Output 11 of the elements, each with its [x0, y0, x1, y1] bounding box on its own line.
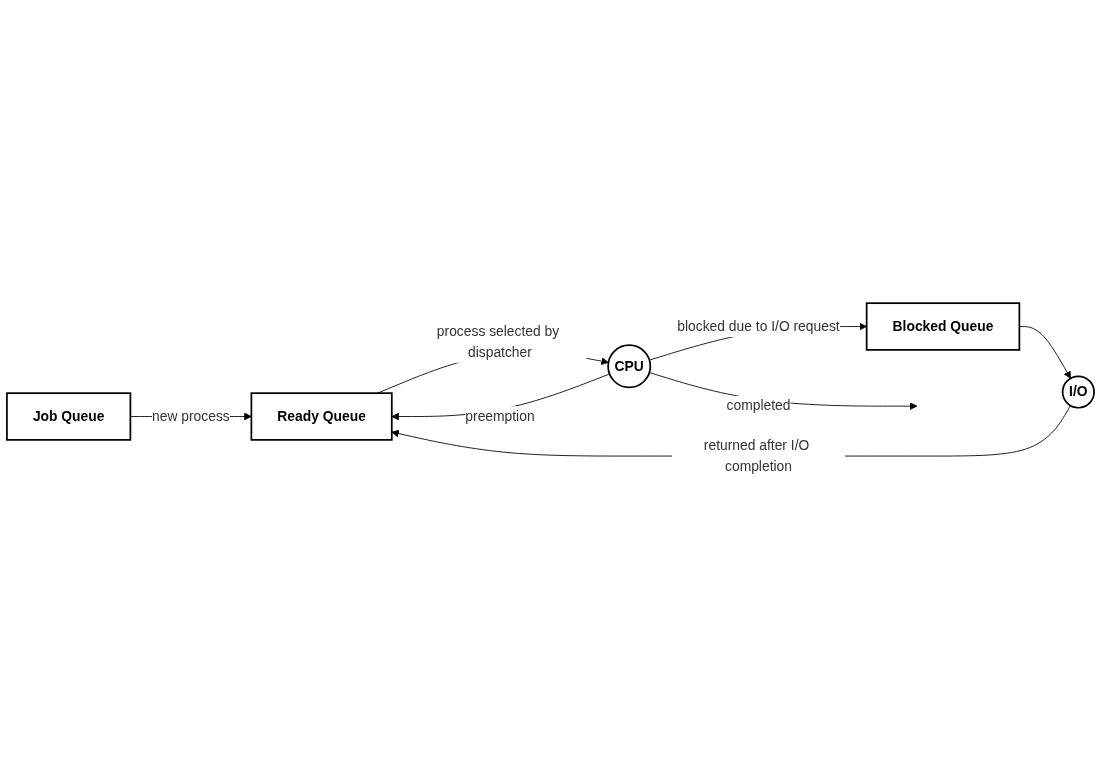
edge-label: preemption [465, 408, 535, 424]
node-box: Blocked Queue [865, 302, 1021, 351]
edge-label: process selected by dispatcher [436, 323, 560, 360]
node-box: Job Queue [6, 392, 132, 441]
edge-label: blocked due to I/O request [677, 318, 840, 334]
edge-label: returned after I/O completion [703, 437, 810, 474]
edge-label: completed [726, 398, 791, 414]
node-circle: I/O [1061, 375, 1095, 409]
edge-label: new process [152, 408, 230, 424]
node-box: Ready Queue [250, 392, 393, 441]
node-circle: CPU [607, 344, 652, 389]
